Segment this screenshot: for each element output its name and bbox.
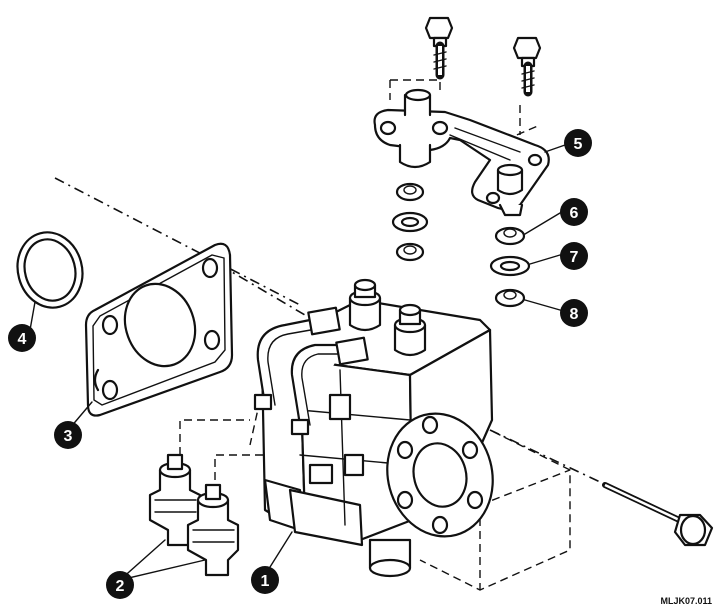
gasket-plate-part bbox=[84, 242, 234, 417]
reference-code: MLJK07.011 bbox=[660, 596, 712, 606]
top-cap-left bbox=[348, 278, 382, 332]
long-bolt-part bbox=[602, 482, 714, 547]
callout-5: 5 bbox=[564, 129, 592, 157]
svg-text:2: 2 bbox=[116, 578, 125, 595]
svg-text:1: 1 bbox=[261, 573, 270, 590]
top-cap-right bbox=[393, 303, 427, 357]
callout-2: 2 bbox=[106, 571, 134, 599]
pump-body-part bbox=[253, 278, 494, 578]
svg-text:5: 5 bbox=[574, 136, 583, 153]
svg-text:8: 8 bbox=[570, 306, 579, 323]
callout-1: 1 bbox=[251, 566, 279, 594]
bracket-part bbox=[373, 88, 550, 217]
bolt-left bbox=[424, 16, 454, 80]
front-flange bbox=[386, 412, 494, 538]
svg-text:6: 6 bbox=[570, 205, 579, 222]
bush-lower-part bbox=[494, 288, 526, 308]
callout-7: 7 bbox=[560, 242, 588, 270]
solenoid-valves-part bbox=[148, 453, 240, 577]
svg-text:7: 7 bbox=[570, 249, 579, 266]
bolt-right bbox=[512, 36, 542, 97]
svg-text:3: 3 bbox=[64, 428, 73, 445]
callout-4: 4 bbox=[8, 324, 36, 352]
mount-stack-left bbox=[391, 182, 429, 262]
svg-text:4: 4 bbox=[18, 331, 27, 348]
o-ring-part bbox=[16, 231, 84, 309]
callout-8: 8 bbox=[560, 299, 588, 327]
callout-6: 6 bbox=[560, 198, 588, 226]
callout-3: 3 bbox=[54, 421, 82, 449]
washer-part bbox=[489, 255, 531, 277]
brake-pipes bbox=[253, 306, 369, 436]
bush-upper-part bbox=[494, 226, 526, 246]
